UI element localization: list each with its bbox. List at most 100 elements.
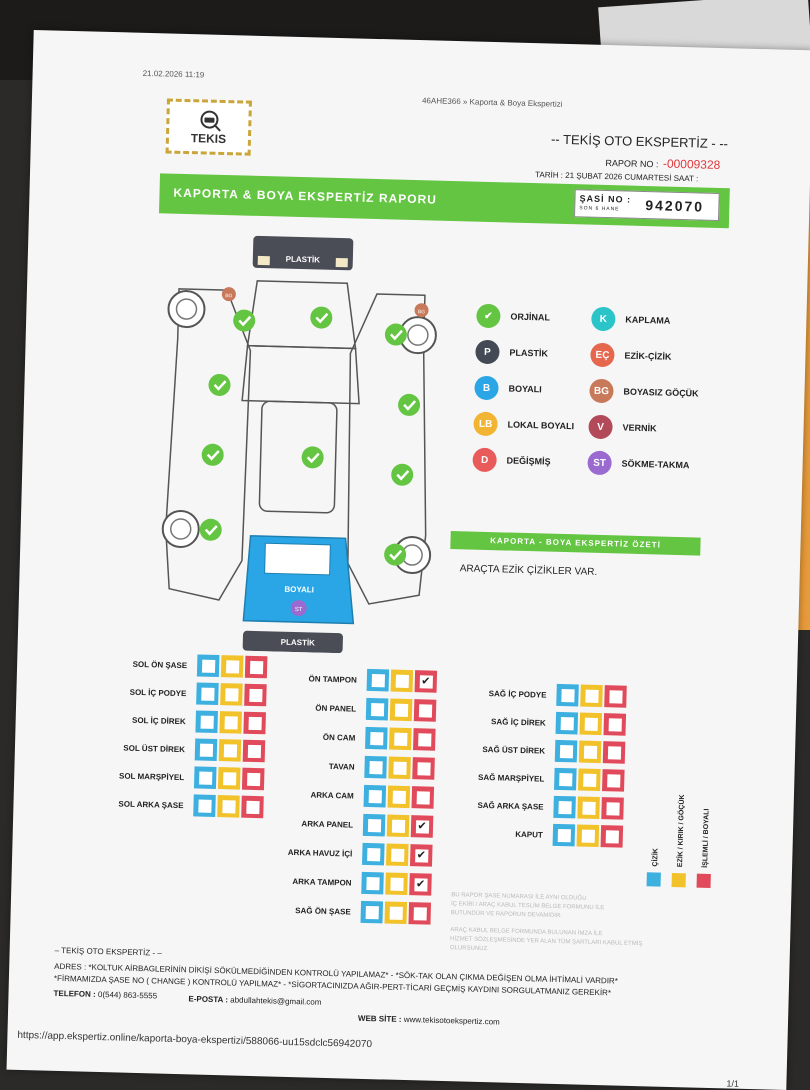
check-box[interactable]: [385, 843, 409, 867]
check-box[interactable]: [390, 669, 414, 693]
check-box[interactable]: [554, 739, 578, 763]
check-box[interactable]: [193, 766, 217, 789]
check-box[interactable]: [243, 711, 266, 735]
legend-ezik: EZİK / KIRIK / GÖÇÜK: [677, 794, 686, 868]
check-box[interactable]: [366, 668, 390, 692]
table-row: SOL İÇ DİREK: [95, 708, 268, 735]
check-box[interactable]: [600, 825, 624, 848]
check-box[interactable]: [412, 757, 435, 780]
check-box[interactable]: [362, 842, 385, 866]
checked-box[interactable]: [409, 844, 433, 867]
check-box[interactable]: [554, 767, 577, 791]
row-label: SOL İÇ PODYE: [129, 687, 187, 698]
table-row: ARKA CAM: [269, 782, 437, 809]
check-box[interactable]: [241, 767, 265, 791]
legend-badge-icon: D: [472, 447, 497, 473]
check-box[interactable]: [552, 823, 576, 847]
check-box[interactable]: [220, 655, 244, 678]
check-box[interactable]: [602, 741, 626, 764]
check-box[interactable]: [556, 683, 579, 707]
row-label: SOL ÜST DİREK: [123, 743, 186, 754]
check-box[interactable]: [578, 740, 602, 764]
check-box[interactable]: [364, 755, 387, 779]
check-box[interactable]: [194, 738, 218, 762]
row-label: SOL ÖN ŞASE: [132, 659, 188, 670]
svg-text:BG: BG: [225, 293, 232, 299]
check-box[interactable]: [220, 683, 243, 706]
summary-text: ARAÇTA EZİK ÇİZİKLER VAR.: [459, 563, 598, 578]
checked-box[interactable]: [414, 670, 438, 693]
check-box[interactable]: [244, 683, 267, 707]
check-box[interactable]: [604, 685, 627, 708]
checked-box[interactable]: [410, 815, 434, 838]
check-box[interactable]: [577, 796, 600, 820]
report-paper: 21.02.2026 11:19 46AHE366 » Kaporta & Bo…: [6, 29, 810, 1090]
checked-box[interactable]: [409, 873, 432, 896]
check-box[interactable]: [218, 739, 242, 762]
check-box[interactable]: [242, 739, 266, 763]
check-box[interactable]: [196, 682, 219, 706]
legend-badge-icon: EÇ: [590, 342, 615, 368]
check-box[interactable]: [408, 902, 432, 925]
check-box[interactable]: [365, 697, 389, 721]
row-label: SAĞ MARŞPİYEL: [477, 772, 545, 784]
check-box[interactable]: [387, 785, 411, 809]
check-box[interactable]: [362, 813, 386, 837]
check-box[interactable]: [388, 756, 411, 780]
legend-label: SÖKME-TAKMA: [621, 458, 690, 471]
check-box[interactable]: [580, 684, 603, 708]
summary-title: KAPORTA - BOYA EKSPERTİZ ÖZETİ: [450, 531, 701, 556]
check-box[interactable]: [361, 871, 384, 895]
legend-label: BOYASIZ GÖÇÜK: [623, 386, 699, 399]
car-magnifier-icon: [199, 110, 221, 132]
check-box[interactable]: [579, 712, 603, 736]
check-box[interactable]: [601, 797, 624, 820]
check-box[interactable]: [363, 784, 387, 808]
company-name: -- TEKİŞ OTO EKSPERTİZ - --: [550, 131, 729, 152]
table-row: SAĞ ÜST DİREK: [460, 737, 628, 764]
table-row: SAĞ ARKA ŞASE: [458, 793, 626, 820]
row-label: SAĞ ÜST DİREK: [482, 744, 546, 756]
check-box[interactable]: [360, 900, 384, 924]
front-bumper-shape: [252, 235, 354, 271]
row-label: TAVAN: [328, 761, 355, 772]
row-label: SAĞ ÖN ŞASE: [295, 905, 351, 917]
table-row: SAĞ ÖN ŞASE: [266, 898, 434, 925]
check-box[interactable]: [603, 713, 627, 736]
row-label: ARKA CAM: [310, 789, 354, 801]
check-box[interactable]: [389, 698, 413, 722]
check-box[interactable]: [365, 726, 388, 750]
check-box[interactable]: [384, 901, 408, 925]
check-box[interactable]: [413, 699, 437, 722]
table-row: ARKA TAMPON: [266, 869, 434, 896]
rear-painted-label: BOYALI: [284, 585, 314, 595]
legend-label: ORJİNAL: [510, 311, 551, 323]
check-box[interactable]: [411, 786, 435, 809]
check-box[interactable]: [555, 711, 579, 735]
row-label: SOL ARKA ŞASE: [118, 798, 184, 810]
print-datetime: 21.02.2026 11:19: [142, 68, 205, 80]
check-box[interactable]: [195, 710, 218, 734]
check-box[interactable]: [389, 727, 412, 751]
check-box[interactable]: [241, 795, 264, 819]
check-box[interactable]: [217, 795, 240, 818]
check-box[interactable]: [602, 769, 625, 792]
check-box[interactable]: [193, 794, 216, 817]
check-box[interactable]: [196, 654, 220, 678]
legend-label: EZİK-ÇİZİK: [624, 350, 672, 362]
row-label: ARKA TAMPON: [292, 876, 352, 888]
check-box[interactable]: [413, 728, 436, 751]
check-box[interactable]: [576, 824, 600, 848]
check-box[interactable]: [386, 814, 410, 838]
check-box[interactable]: [553, 795, 576, 819]
legend-swatch-blue: [646, 872, 661, 887]
check-box[interactable]: [385, 872, 408, 896]
check-box[interactable]: [219, 711, 242, 734]
table-row: SOL İÇ PODYE: [96, 680, 269, 707]
check-box[interactable]: [578, 768, 601, 792]
check-box[interactable]: [217, 767, 241, 790]
check-box[interactable]: [244, 655, 268, 679]
